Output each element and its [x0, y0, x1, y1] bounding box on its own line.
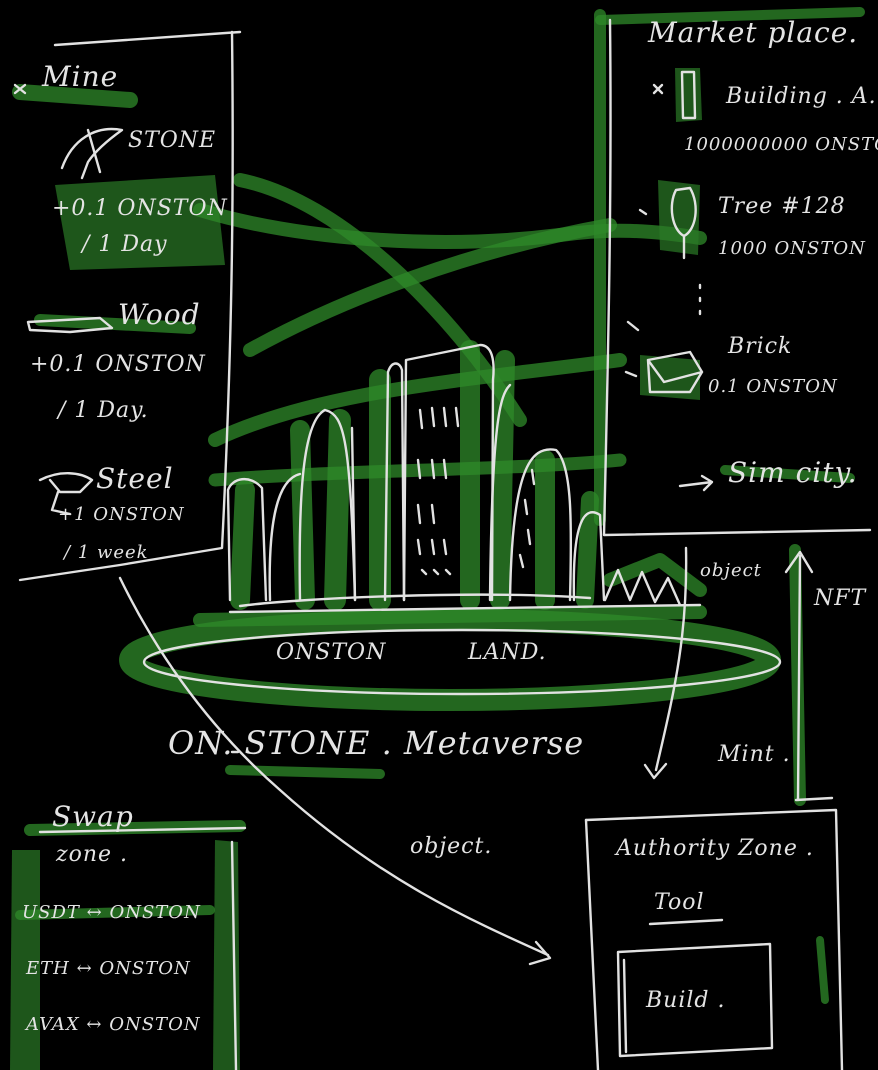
swap-pair-usdt: USDT ↔ ONSTON: [22, 902, 201, 923]
swap-subtitle: zone .: [56, 842, 128, 867]
market-item-1-name: Building . A.: [726, 84, 877, 109]
swap-pair-avax: AVAX ↔ ONSTON: [26, 1014, 201, 1035]
object-label-bottom: object.: [410, 834, 492, 859]
steel-rate: +1 ONSTON: [58, 504, 185, 525]
simcity-link: Sim city.: [728, 456, 857, 489]
market-item-3-price: 0.1 ONSTON: [708, 376, 838, 397]
market-item-2-price: 1000 ONSTON: [718, 238, 866, 259]
wood-period: / 1 Day.: [58, 398, 149, 423]
stone-label: STONE: [128, 128, 216, 153]
land-label-left: ONSTON: [276, 640, 386, 665]
wood-label: Wood: [118, 298, 201, 331]
authority-title: Authority Zone .: [616, 836, 814, 861]
steel-label: Steel: [96, 462, 174, 495]
swap-title: Swap: [52, 800, 134, 833]
nft-label: NFT: [814, 586, 866, 611]
metaverse-title: ON. STONE . Metaverse: [168, 724, 584, 762]
stone-period: / 1 Day: [82, 232, 168, 257]
build-button[interactable]: Build .: [646, 988, 725, 1013]
steel-period: / 1 week: [64, 542, 149, 563]
mint-label: Mint .: [718, 742, 791, 767]
wood-rate: +0.1 ONSTON: [30, 352, 206, 377]
land-label-right: LAND.: [468, 640, 547, 665]
stone-rate: +0.1 ONSTON: [52, 196, 228, 221]
object-label-top: object: [700, 560, 762, 581]
mine-title: Mine: [42, 60, 118, 93]
authority-tool-label: Tool: [654, 890, 705, 915]
market-title: Market place.: [648, 16, 858, 49]
market-item-1-price: 1000000000 ONSTON: [684, 134, 878, 155]
market-item-3-name: Brick: [728, 334, 792, 359]
swap-pair-eth: ETH ↔ ONSTON: [26, 958, 191, 979]
market-item-2-name: Tree #128: [718, 194, 846, 219]
